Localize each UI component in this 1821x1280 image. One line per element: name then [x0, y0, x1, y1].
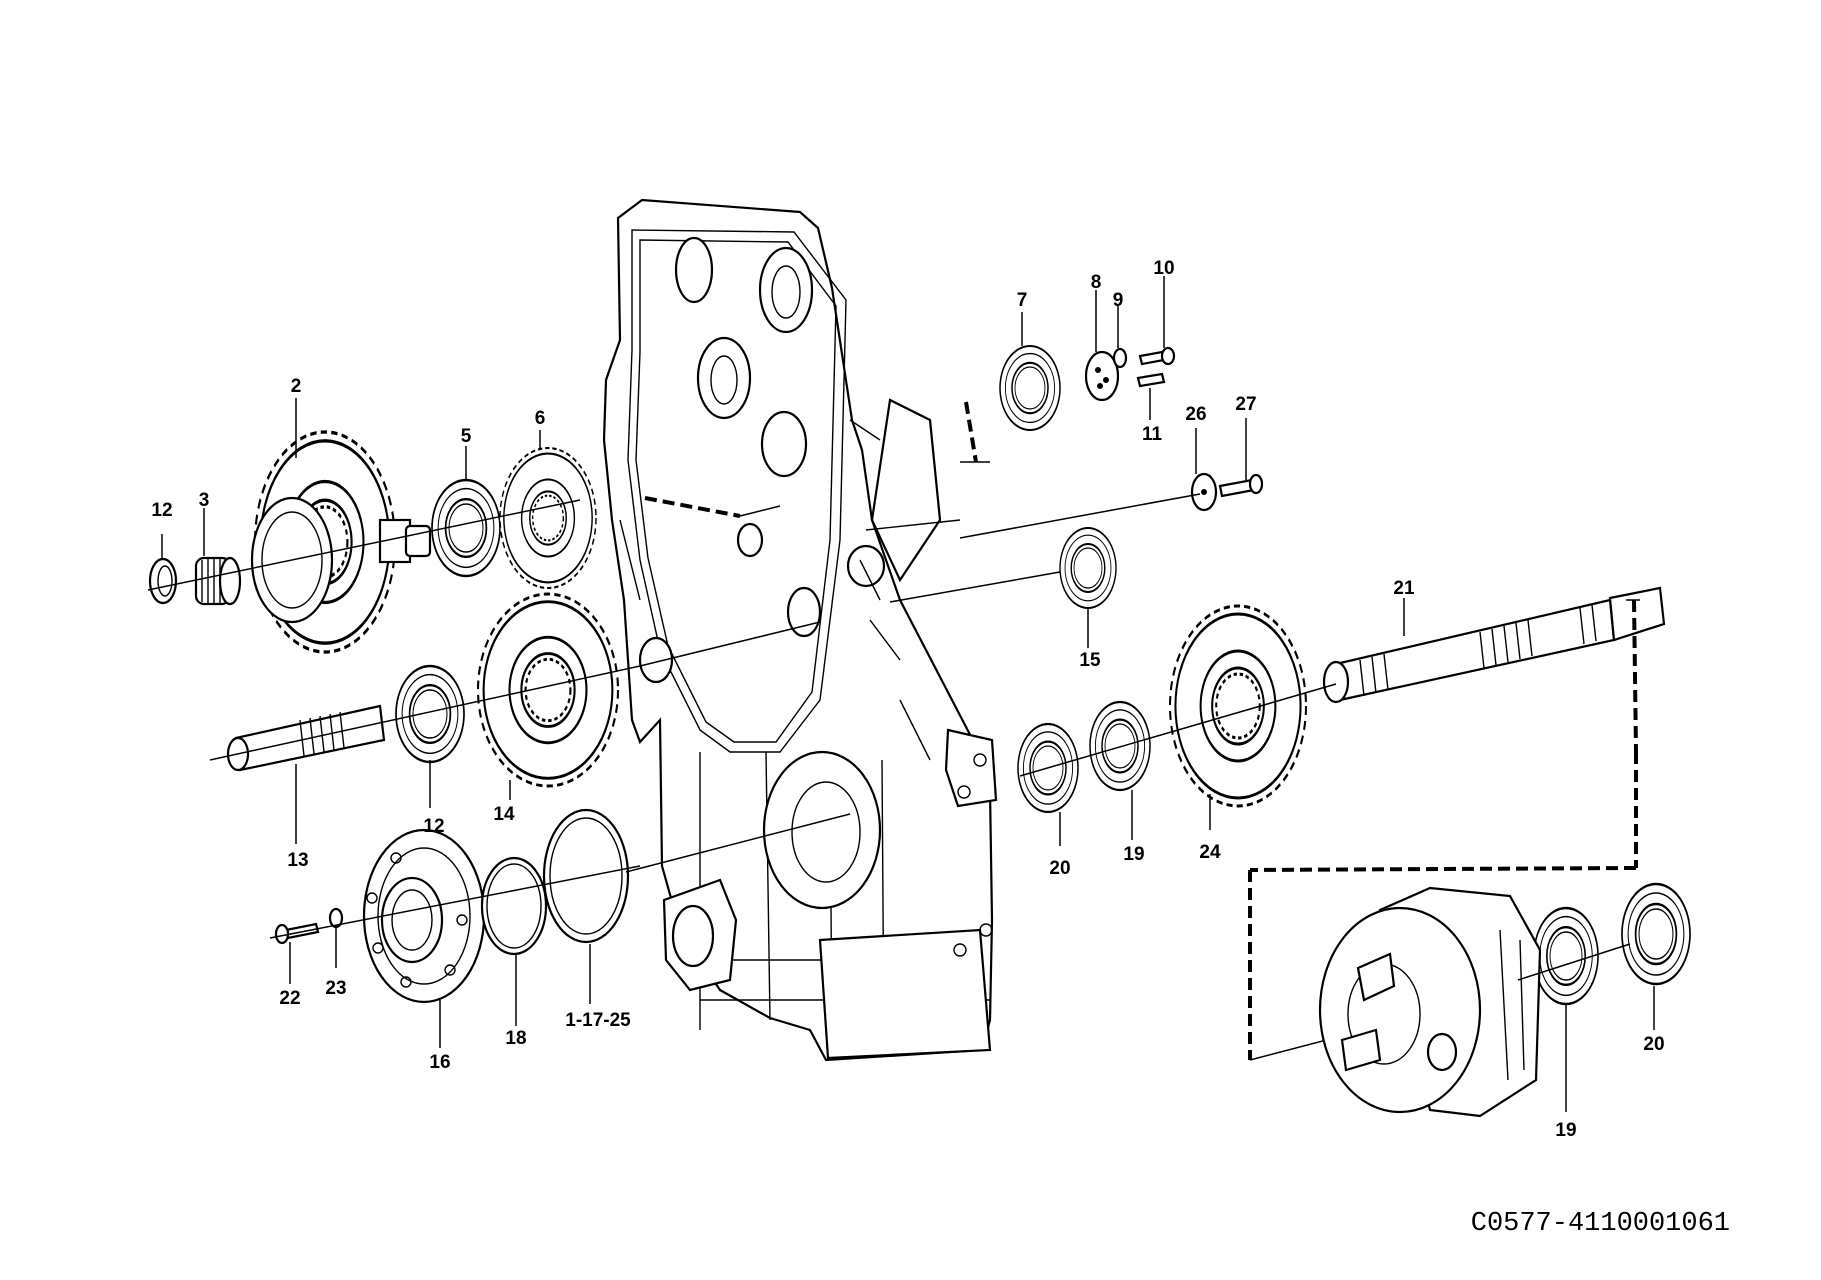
callout-labels: 2 12 3 5 6 7 8 9 10 11 26 27 15 21 12 14…	[151, 258, 1664, 1141]
callout-2: 2	[291, 376, 302, 397]
part-20-seal-lower	[1620, 882, 1692, 986]
part-06-spur-gear	[498, 446, 598, 590]
callout-9: 9	[1113, 290, 1124, 311]
callout-23: 23	[325, 978, 346, 999]
part-11-pin	[1136, 372, 1166, 388]
part-18-o-ring	[480, 856, 548, 956]
callout-5: 5	[461, 426, 472, 447]
leader-lines	[161, 276, 1655, 1112]
part-26-plate	[1190, 472, 1218, 512]
callout-27: 27	[1235, 394, 1256, 415]
callout-22: 22	[279, 988, 300, 1009]
callout-14: 14	[493, 804, 515, 825]
callout-3: 3	[199, 490, 210, 511]
part-13-splined-shaft	[226, 704, 386, 772]
callout-20: 20	[1049, 858, 1070, 879]
part-09-washer	[1112, 347, 1128, 369]
callout-12: 12	[423, 816, 444, 837]
callout-6: 6	[535, 408, 546, 429]
part-19-ball-bearing	[1088, 700, 1152, 792]
callout-1-17-25: 1-17-25	[565, 1010, 631, 1031]
callout-20-lower: 20	[1643, 1034, 1664, 1055]
part-02-gear-with-clutch-hub	[250, 430, 432, 654]
part-03-needle-bearing	[194, 556, 242, 606]
callout-4: 12	[151, 500, 172, 521]
oil-pump-assembly	[1318, 886, 1542, 1118]
callout-19: 19	[1123, 844, 1144, 865]
part-16-flange-housing	[362, 828, 486, 1004]
callout-15: 15	[1079, 650, 1101, 671]
callout-13: 13	[287, 850, 308, 871]
part-10-bolt	[1138, 346, 1176, 366]
part-21-splined-shaft	[1322, 586, 1666, 704]
part-15-ball-bearing	[1059, 527, 1117, 609]
part-23-washer	[328, 907, 344, 929]
callout-8: 8	[1091, 272, 1102, 293]
part-12-ball-bearing	[394, 664, 466, 764]
part-07-ball-bearing	[998, 344, 1062, 432]
part-14-spur-gear	[476, 592, 620, 788]
part-19-bearing-lower	[1532, 906, 1600, 1006]
callout-26: 26	[1185, 404, 1206, 425]
callout-16: 16	[429, 1052, 450, 1073]
transmission-housing	[602, 198, 998, 1062]
callout-24: 24	[1199, 842, 1221, 863]
part-27-screw	[1218, 473, 1264, 498]
callout-11: 11	[1142, 424, 1163, 445]
callout-21: 21	[1393, 578, 1415, 599]
drawing-code: C0577-4110001061	[1471, 1209, 1730, 1239]
part-04-snap-ring	[148, 557, 178, 605]
callout-18: 18	[505, 1028, 526, 1049]
callout-19-lower: 19	[1555, 1120, 1576, 1141]
part-08-cover-plate	[1084, 350, 1120, 402]
part-24-spur-gear	[1168, 604, 1308, 808]
callout-7: 7	[1017, 290, 1028, 311]
callout-10: 10	[1153, 258, 1174, 279]
